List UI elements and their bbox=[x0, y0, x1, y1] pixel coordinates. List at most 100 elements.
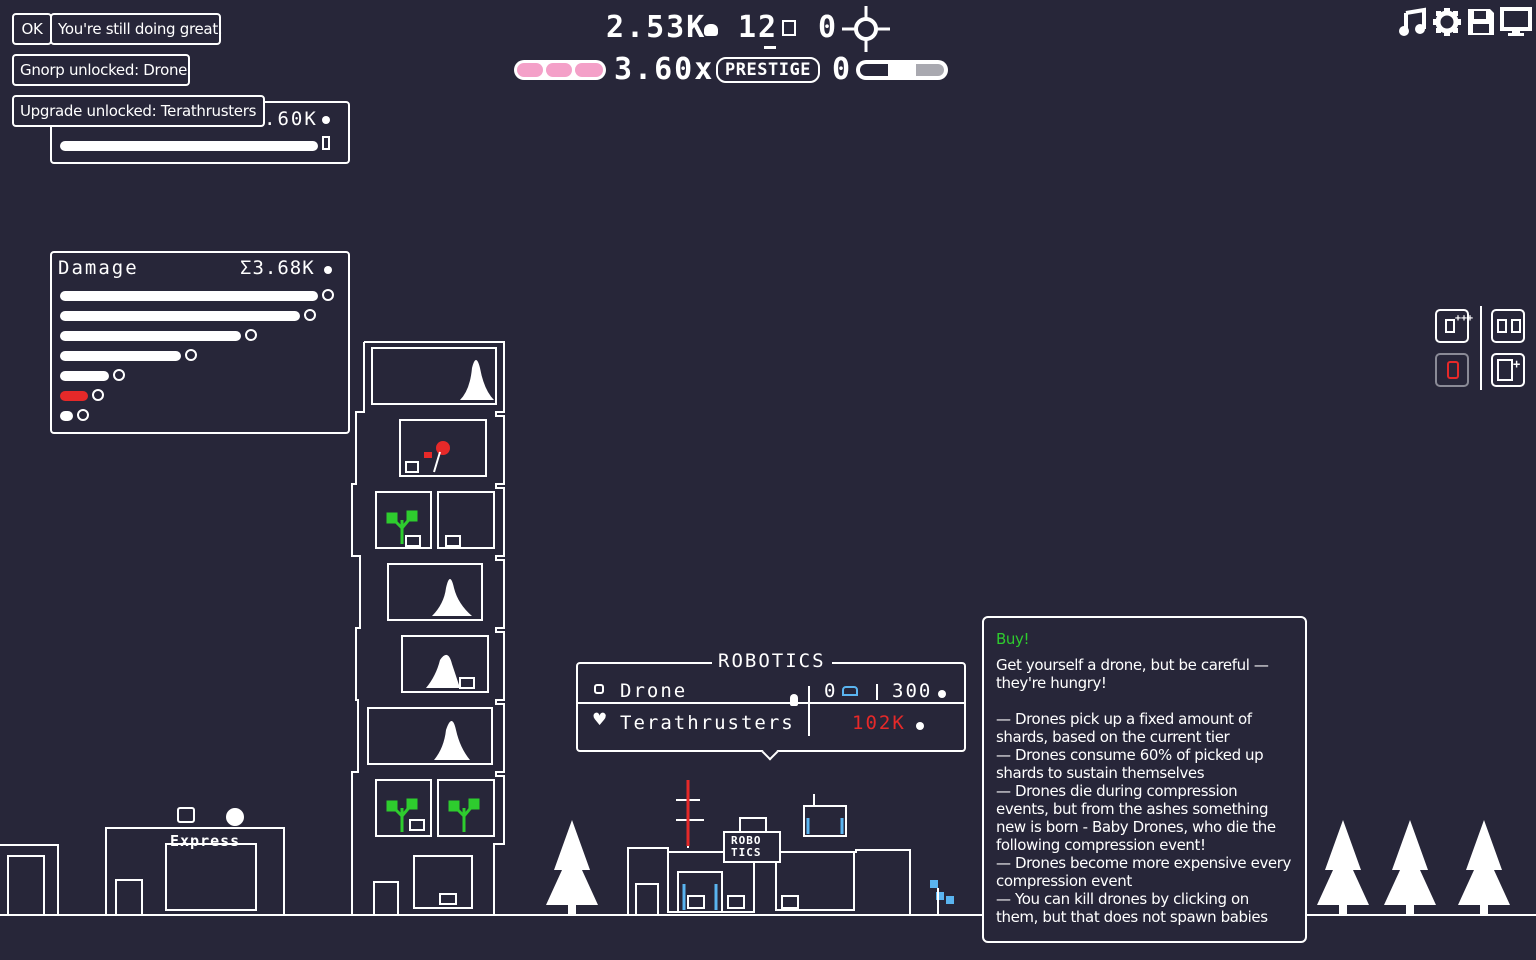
damage-shard-icon bbox=[324, 266, 332, 274]
building-add-button[interactable]: + bbox=[1491, 353, 1525, 387]
gear-icon[interactable] bbox=[1432, 7, 1462, 37]
toast-message-3-text: Upgrade unlocked: Terathrusters bbox=[20, 102, 257, 120]
monitor-icon[interactable] bbox=[1500, 7, 1532, 37]
ok-label: OK bbox=[21, 20, 43, 38]
tooltip-bullet-2: — Drones consume 60% of picked up shards… bbox=[996, 746, 1264, 782]
plants bbox=[386, 510, 480, 832]
swap-icon-b bbox=[1511, 319, 1521, 333]
meter-seg-3 bbox=[575, 63, 603, 77]
damage-bar-rocket bbox=[60, 291, 318, 301]
robotics-divider-v bbox=[808, 686, 810, 736]
target-icon bbox=[304, 309, 316, 321]
meter-seg-1 bbox=[517, 63, 543, 77]
express-sign: Express bbox=[170, 832, 241, 850]
drone-row[interactable]: Drone 0 300 bbox=[578, 674, 964, 702]
shard-icon bbox=[322, 116, 330, 124]
robotics-sign-line2: TICS bbox=[731, 846, 762, 859]
blue-flowers bbox=[930, 880, 954, 915]
drone-owned: 0 bbox=[824, 680, 838, 702]
drone-icon bbox=[113, 369, 125, 381]
prestige-progress-empty bbox=[860, 64, 888, 76]
drone-tooltip: Buy! Get yourself a drone, but be carefu… bbox=[982, 616, 1307, 943]
swap-icon bbox=[1497, 319, 1507, 333]
trees bbox=[546, 820, 1510, 915]
damage-bar-arrow bbox=[60, 331, 241, 341]
robotics-title: ROBOTICS bbox=[712, 650, 832, 672]
damage-bar-drone bbox=[60, 371, 109, 381]
multiplier-meter bbox=[514, 60, 606, 80]
alert-button[interactable] bbox=[1435, 353, 1469, 387]
damage-title: Damage bbox=[58, 257, 139, 279]
damage-bar-droplet bbox=[60, 351, 181, 361]
bomb-icon bbox=[77, 409, 89, 421]
side-divider bbox=[1480, 306, 1482, 390]
damage-bar-chomper bbox=[60, 391, 88, 401]
tooltip-header: Buy! bbox=[996, 630, 1030, 648]
cursor-icon bbox=[790, 694, 798, 706]
alert-icon bbox=[1447, 361, 1459, 379]
droplet-icon bbox=[185, 349, 197, 361]
toast-message-2-text: Gnorp unlocked: Drone bbox=[20, 61, 188, 79]
tooltip-bullet-1: — Drones pick up a fixed amount of shard… bbox=[996, 710, 1252, 746]
gnorp-count-underline bbox=[764, 46, 776, 49]
prestige-progress bbox=[856, 60, 948, 80]
drone-cost-divider bbox=[876, 684, 878, 700]
terathrusters-cost: 102K bbox=[852, 712, 906, 734]
heart-icon: ♥ bbox=[592, 710, 608, 730]
terathrusters-row[interactable]: ♥ Terathrusters 102K bbox=[578, 706, 964, 734]
aux-count: 0 bbox=[818, 10, 839, 45]
robotics-accents bbox=[682, 780, 844, 910]
shards-panel-value: .60K bbox=[264, 108, 318, 130]
prestige-button[interactable]: PRESTIGE bbox=[716, 57, 820, 83]
robotics-divider-h bbox=[578, 702, 964, 704]
music-icon[interactable] bbox=[1398, 7, 1428, 37]
red-flower bbox=[424, 441, 450, 473]
toast-message-2: Gnorp unlocked: Drone bbox=[12, 54, 190, 86]
shard-count-icon bbox=[704, 24, 718, 36]
terathrusters-shard-icon bbox=[916, 722, 924, 730]
save-icon[interactable] bbox=[1466, 7, 1496, 37]
gnorp-count-icon bbox=[782, 20, 796, 36]
left-edge-building bbox=[0, 844, 59, 916]
multiplier-value: 3.60x bbox=[614, 52, 715, 87]
tooltip-bullet-3: — Drones die during compression events, … bbox=[996, 782, 1276, 854]
chomper-icon bbox=[92, 389, 104, 401]
crosshair-icon bbox=[842, 6, 890, 52]
add-gnorp-button[interactable]: +++ bbox=[1435, 309, 1473, 343]
swap-button[interactable] bbox=[1491, 309, 1525, 343]
toast-message-3: Upgrade unlocked: Terathrusters bbox=[12, 95, 265, 127]
drone-cost: 300 bbox=[892, 680, 933, 702]
gnorp-small-icon bbox=[322, 136, 330, 150]
shards-panel-bar bbox=[60, 141, 318, 151]
drone-icon bbox=[594, 684, 604, 694]
tooltip-intro: Get yourself a drone, but be careful — t… bbox=[996, 656, 1269, 692]
damage-bar-target bbox=[60, 311, 300, 321]
building-add-icon bbox=[1497, 359, 1513, 381]
ok-button[interactable]: OK bbox=[12, 13, 52, 45]
robotics-panel: Drone 0 300 ♥ Terathrusters 102K bbox=[576, 662, 966, 752]
toast-message-1-text: You're still doing great. bbox=[58, 20, 223, 38]
prestige-label: PRESTIGE bbox=[725, 60, 811, 80]
arrow-icon bbox=[245, 329, 257, 341]
tower bbox=[351, 341, 505, 916]
prestige-progress-fill bbox=[916, 64, 944, 76]
plus-marks: +++ bbox=[1455, 313, 1474, 324]
building-add-plus: + bbox=[1513, 357, 1521, 371]
tooltip-bullet-4: — Drones become more expensive every com… bbox=[996, 854, 1291, 890]
robotics-building bbox=[627, 780, 911, 916]
toast-message-1: You're still doing great. bbox=[50, 13, 223, 45]
damage-bar-bomb bbox=[60, 411, 73, 421]
shard-count: 2.53K bbox=[606, 10, 707, 45]
rocket-icon bbox=[322, 289, 334, 301]
damage-panel: Damage Σ3.68K bbox=[50, 251, 350, 434]
prestige-count: 0 bbox=[832, 52, 853, 87]
damage-total: Σ3.68K bbox=[240, 257, 315, 279]
tooltip-bullet-5: — You can kill drones by clicking on the… bbox=[996, 890, 1268, 926]
drone-cost-shard-icon bbox=[938, 690, 946, 698]
robotics-sign-line1: ROBO bbox=[731, 834, 762, 847]
gnorp-count: 12 bbox=[738, 10, 779, 45]
drone-owned-icon bbox=[842, 686, 858, 696]
shard-piles bbox=[426, 360, 494, 760]
terathrusters-name: Terathrusters bbox=[620, 712, 795, 734]
